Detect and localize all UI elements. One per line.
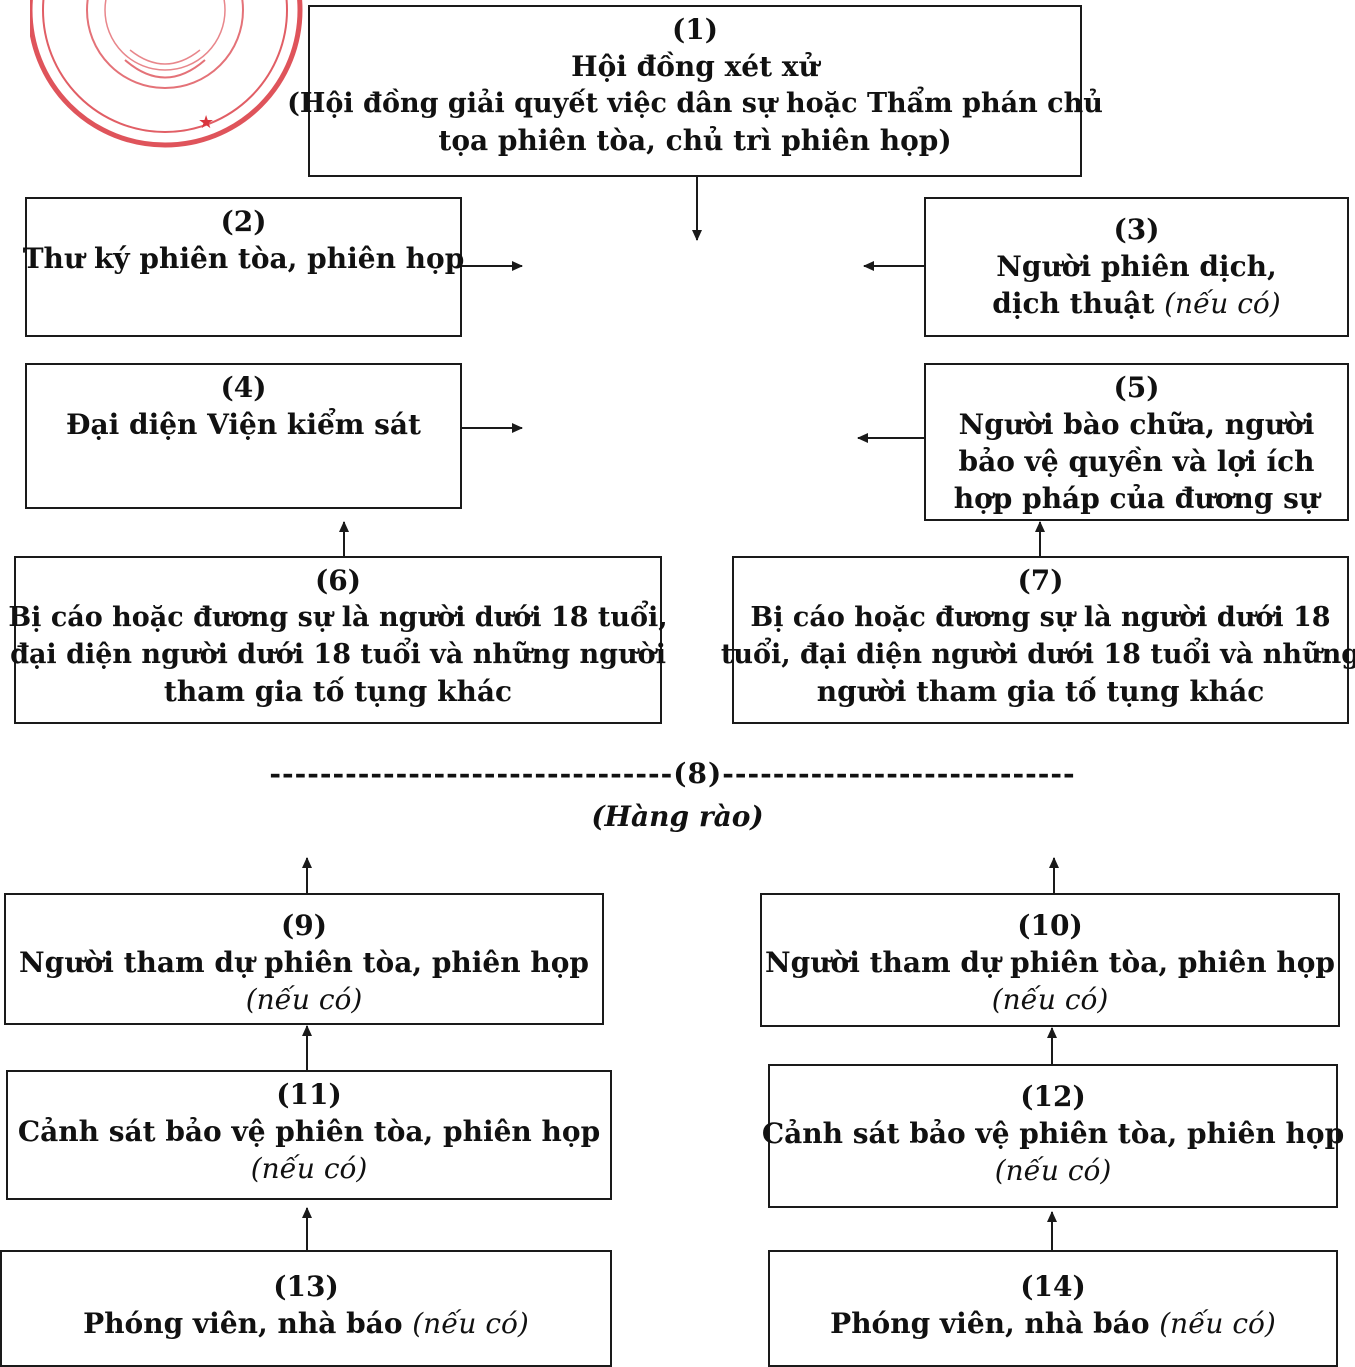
box-number: (3) — [1113, 213, 1160, 246]
box-text: bảo vệ quyền và lợi ích — [958, 445, 1315, 478]
fence-line: --------------------------------(8)-----… — [269, 757, 1076, 790]
box-number: (6) — [315, 564, 361, 597]
box-text: tuổi, đại diện người dưới 18 tuổi và nhữ… — [720, 639, 1355, 670]
box-text: tọa phiên tòa, chủ trì phiên họp) — [438, 124, 952, 157]
box-number: (1) — [672, 13, 718, 46]
box-text: Phóng viên, nhà báo (nếu có) — [830, 1305, 1276, 1342]
box-text: (Hội đồng giải quyết việc dân sự hoặc Th… — [287, 88, 1103, 119]
box-police-right: (12) Cảnh sát bảo vệ phiên tòa, phiên họ… — [762, 1064, 1344, 1208]
box-title: Người tham dự phiên tòa, phiên họp — [765, 946, 1335, 979]
box-title: Thư ký phiên tòa, phiên họp — [22, 242, 465, 275]
court-seal: ★ — [30, 0, 303, 148]
box-text: người tham gia tố tụng khác — [816, 675, 1265, 708]
box-police-left: (11) Cảnh sát bảo vệ phiên tòa, phiên họ… — [6, 1070, 612, 1200]
box-number: (5) — [1113, 371, 1160, 404]
box-note: (nếu có) — [245, 983, 363, 1016]
box-defendant-right: (7) Bị cáo hoặc đương sự là người dưới 1… — [721, 556, 1355, 724]
box-press-left: (13) Phóng viên, nhà báo (nếu có) — [0, 1250, 612, 1367]
box-defense-counsel: (5) Người bào chữa, người bảo vệ quyền v… — [924, 363, 1349, 521]
box-number: (12) — [1020, 1080, 1086, 1113]
box-title: Người phiên dịch, — [996, 250, 1277, 283]
box-court-clerk: (2) Thư ký phiên tòa, phiên họp — [22, 197, 465, 337]
box-title: Người tham dự phiên tòa, phiên họp — [19, 946, 589, 979]
box-number: (10) — [1017, 909, 1083, 942]
box-note: (nếu có) — [1159, 1307, 1276, 1340]
box-press-right: (14) Phóng viên, nhà báo (nếu có) — [768, 1250, 1338, 1367]
box-procuracy: (4) Đại diện Viện kiểm sát — [25, 363, 462, 509]
box-text: đại diện người dưới 18 tuổi và những ngư… — [10, 639, 666, 670]
svg-text:★: ★ — [198, 112, 214, 133]
box-number: (4) — [220, 371, 267, 404]
box-text: Phóng viên, nhà báo (nếu có) — [83, 1305, 529, 1342]
box-number: (7) — [1017, 564, 1064, 597]
box-text: tham gia tố tụng khác — [163, 675, 513, 708]
box-text: hợp pháp của đương sự — [953, 482, 1320, 515]
box-title: Đại diện Viện kiểm sát — [66, 408, 421, 441]
box-title: Phóng viên, nhà báo — [83, 1307, 403, 1340]
box-trial-panel: (1) Hội đồng xét xử (Hội đồng giải quyết… — [287, 5, 1103, 177]
box-defendant-left: (6) Bị cáo hoặc đương sự là người dưới 1… — [8, 556, 668, 724]
box-note: (nếu có) — [1164, 287, 1281, 320]
box-title: Phóng viên, nhà báo — [830, 1307, 1150, 1340]
box-interpreter: (3) Người phiên dịch, dịch thuật (nếu có… — [924, 197, 1349, 337]
box-title: Bị cáo hoặc đương sự là người dưới 18 tu… — [8, 602, 668, 633]
box-number: (14) — [1020, 1270, 1086, 1303]
box-title: Hội đồng xét xử — [571, 50, 819, 83]
box-number: (11) — [276, 1078, 342, 1111]
box-title: Cảnh sát bảo vệ phiên tòa, phiên họp — [761, 1117, 1345, 1150]
box-number: (13) — [273, 1270, 339, 1303]
box-title: Bị cáo hoặc đương sự là người dưới 18 — [750, 602, 1331, 633]
box-attendees-left: (9) Người tham dự phiên tòa, phiên họp (… — [4, 893, 604, 1025]
box-text-main: dịch thuật — [992, 287, 1155, 320]
box-number: (9) — [281, 909, 327, 942]
box-number: (2) — [220, 205, 267, 238]
box-note: (nếu có) — [412, 1307, 529, 1340]
box-title: Cảnh sát bảo vệ phiên tòa, phiên họp — [17, 1115, 601, 1148]
box-attendees-right: (10) Người tham dự phiên tòa, phiên họp … — [760, 893, 1340, 1027]
box-title: Người bào chữa, người — [958, 408, 1315, 441]
box-note: (nếu có) — [991, 983, 1109, 1016]
fence-label: (Hàng rào) — [591, 800, 764, 833]
box-text: dịch thuật (nếu có) — [992, 285, 1280, 322]
box-note: (nếu có) — [250, 1152, 368, 1185]
box-note: (nếu có) — [994, 1154, 1112, 1187]
